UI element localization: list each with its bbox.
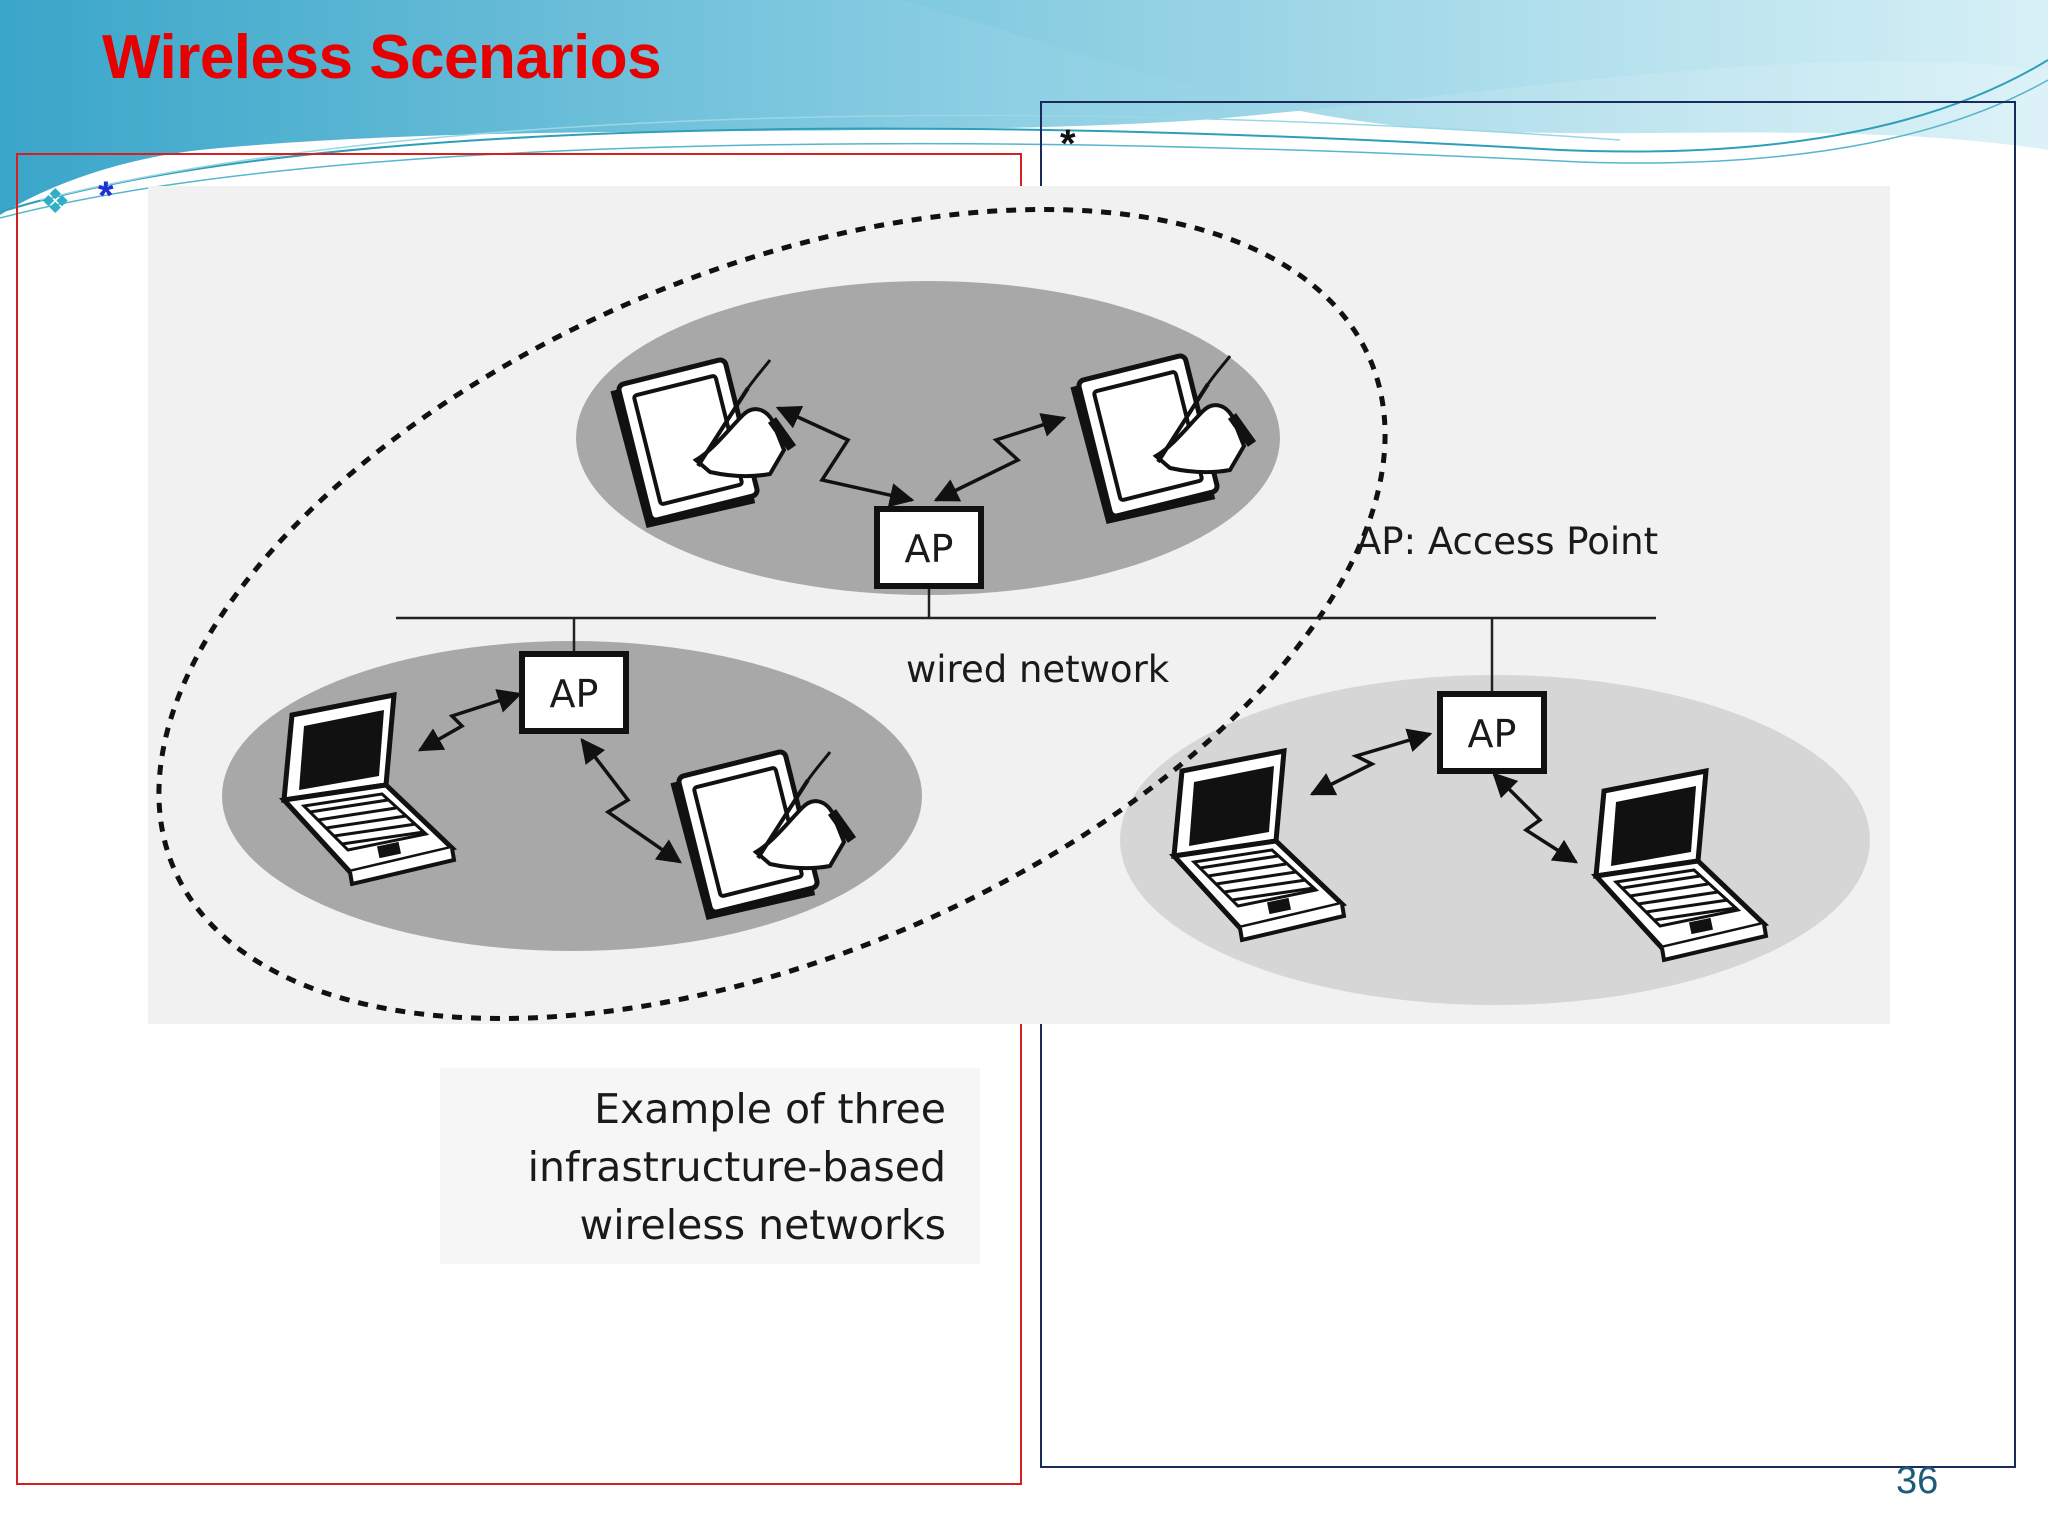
caption-line: wireless networks [579,1201,946,1249]
wireless-link [775,406,915,508]
figure-caption: Example of three infrastructure-based wi… [440,1080,946,1254]
caption-background [440,1068,980,1264]
caption-line: infrastructure-based [527,1143,946,1191]
right-bullet-marker: * [1060,122,1076,166]
legend-access-point: AP: Access Point [1356,520,1658,563]
header-wave-decoration [0,0,2048,219]
wireless-link [933,413,1067,502]
ap-label: AP [550,672,599,716]
wired-network-label: wired network [906,648,1170,691]
wireless-link [417,689,523,752]
left-bullet-marker: * [98,174,114,218]
slide-title: Wireless Scenarios [102,23,662,92]
cell-area-top [576,281,1280,595]
access-point-right: AP [1437,691,1547,774]
wireless-link [580,738,683,864]
diamond-bullet-icon: ❖ [40,183,71,221]
access-point-top: AP [874,506,984,589]
access-point-left: AP [519,651,629,734]
ap-label: AP [905,527,954,571]
network-diagram: AP AP AP wired network AP: Access Point [156,207,1870,1021]
slide-number: 36 [1896,1460,1939,1502]
wireless-link [1492,772,1579,864]
ap-label: AP [1468,712,1517,756]
caption-line: Example of three [594,1085,946,1133]
wireless-link [1309,728,1433,796]
dashed-boundary [156,207,1388,1021]
